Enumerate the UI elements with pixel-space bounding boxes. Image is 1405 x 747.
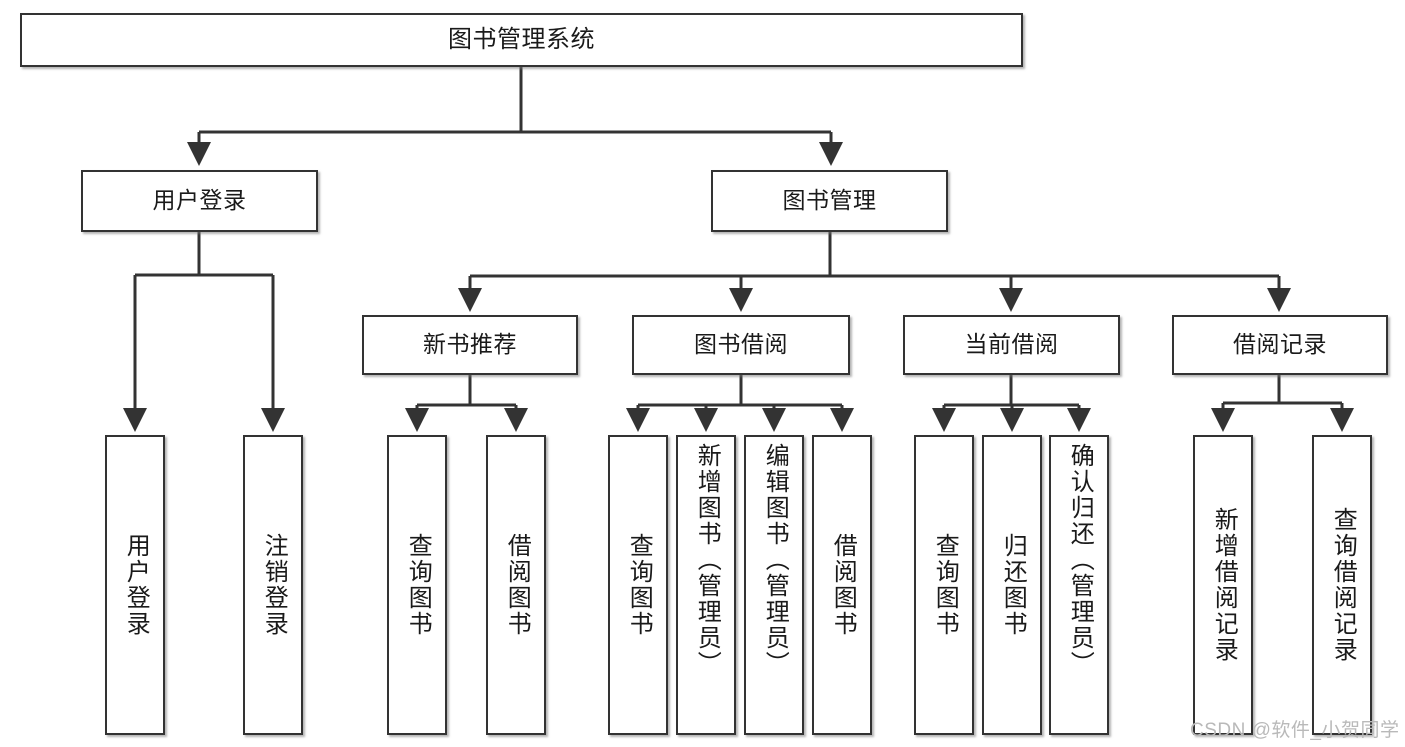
leaf-edit-book[interactable]: 编辑图书（管理员） <box>744 435 804 735</box>
node-book-borrow[interactable]: 图书借阅 <box>632 315 850 375</box>
node-label: 新增借阅记录 <box>1210 507 1238 663</box>
node-label: 借阅图书 <box>829 533 857 637</box>
node-label: 归还图书 <box>999 533 1027 637</box>
node-label: 查询图书 <box>625 533 653 637</box>
leaf-return-book[interactable]: 归还图书 <box>982 435 1042 735</box>
node-label: 用户登录 <box>122 533 150 637</box>
node-label: 注销登录 <box>260 533 288 637</box>
node-label: 新书推荐 <box>423 331 517 358</box>
leaf-user-login[interactable]: 用户登录 <box>105 435 165 735</box>
leaf-logout-login[interactable]: 注销登录 <box>243 435 303 735</box>
node-label: 新增图书（管理员） <box>693 443 721 677</box>
leaf-borrow-book-2[interactable]: 借阅图书 <box>812 435 872 735</box>
node-label: 图书管理 <box>782 187 877 214</box>
node-label: 确认归还（管理员） <box>1066 443 1094 677</box>
node-label: 借阅记录 <box>1233 331 1327 358</box>
node-label: 当前借阅 <box>964 331 1059 358</box>
node-label: 图书管理系统 <box>448 25 595 53</box>
csdn-watermark: CSDN @软件_小贺同学 <box>1190 720 1400 741</box>
node-borrow-record[interactable]: 借阅记录 <box>1172 315 1388 375</box>
node-current-borrow[interactable]: 当前借阅 <box>903 315 1120 375</box>
node-label: 查询图书 <box>931 533 959 637</box>
node-label: 用户登录 <box>152 187 247 214</box>
leaf-query-book-2[interactable]: 查询图书 <box>608 435 668 735</box>
leaf-add-record[interactable]: 新增借阅记录 <box>1193 435 1253 735</box>
leaf-query-book-3[interactable]: 查询图书 <box>914 435 974 735</box>
node-user-login[interactable]: 用户登录 <box>81 170 318 232</box>
node-label: 图书借阅 <box>694 331 788 358</box>
leaf-add-book[interactable]: 新增图书（管理员） <box>676 435 736 735</box>
leaf-borrow-book-1[interactable]: 借阅图书 <box>486 435 546 735</box>
node-label: 借阅图书 <box>503 533 531 637</box>
node-root-system[interactable]: 图书管理系统 <box>20 13 1023 67</box>
leaf-query-record[interactable]: 查询借阅记录 <box>1312 435 1372 735</box>
leaf-query-book-1[interactable]: 查询图书 <box>387 435 447 735</box>
leaf-confirm-return[interactable]: 确认归还（管理员） <box>1049 435 1109 735</box>
node-new-book-recommend[interactable]: 新书推荐 <box>362 315 578 375</box>
node-book-manage[interactable]: 图书管理 <box>711 170 948 232</box>
node-label: 查询图书 <box>404 533 432 637</box>
node-label: 查询借阅记录 <box>1329 507 1357 663</box>
node-label: 编辑图书（管理员） <box>761 443 789 677</box>
